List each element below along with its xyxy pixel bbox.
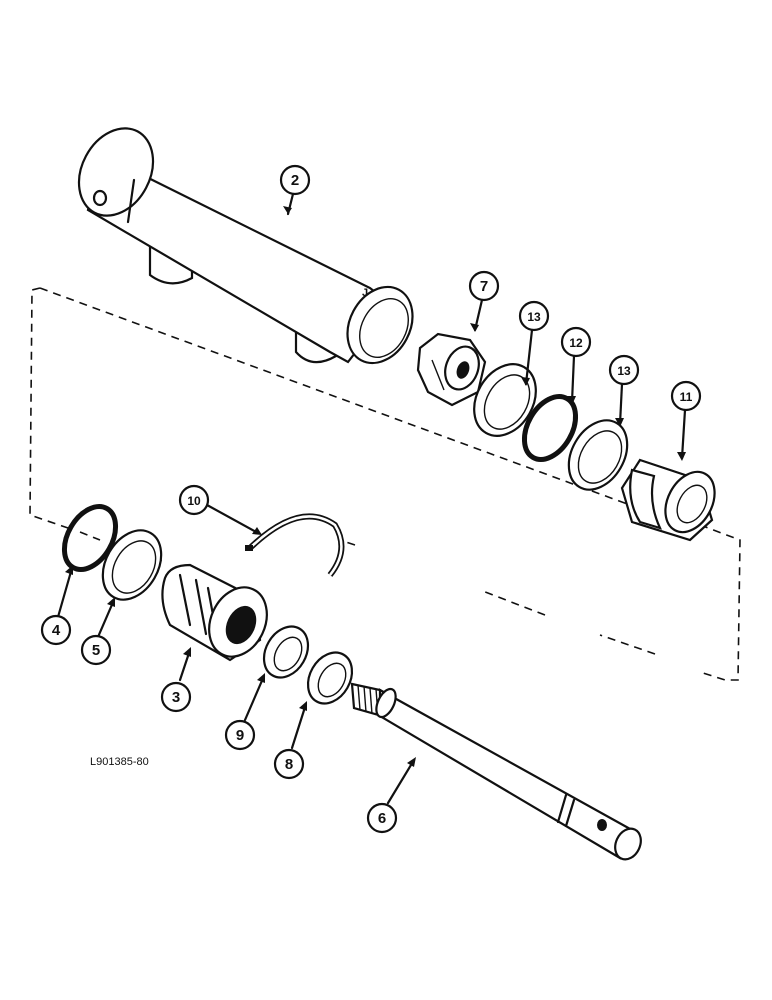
- callout-8: 8: [273, 748, 305, 780]
- callout-7: 7: [468, 270, 500, 302]
- callout-5: 5: [80, 634, 112, 666]
- callout-4-label: 4: [52, 622, 61, 639]
- callout-2-label: 2: [291, 172, 299, 189]
- callout-7-label: 7: [480, 278, 488, 295]
- rod-seal: [306, 651, 354, 705]
- backup-ring-upper: [473, 363, 537, 437]
- gland: [161, 563, 268, 662]
- callout-5-label: 5: [92, 642, 100, 659]
- callout-12-label: 12: [569, 336, 583, 350]
- piston-rod: [350, 682, 642, 861]
- callout-10-label: 10: [187, 494, 201, 508]
- retaining-wire: [245, 513, 345, 577]
- callout-3-label: 3: [172, 689, 180, 706]
- o-ring-upper: [521, 394, 579, 462]
- callout-3: 3: [160, 681, 192, 713]
- hex-nut: [416, 332, 487, 407]
- callout-13-lower: 13: [608, 354, 640, 386]
- callout-6-label: 6: [378, 810, 386, 827]
- callout-9-label: 9: [236, 727, 244, 744]
- callout-9: 9: [224, 719, 256, 751]
- callout-13-lower-label: 13: [617, 364, 631, 378]
- leader-lines: [56, 192, 687, 805]
- callout-11: 11: [670, 380, 702, 412]
- callout-4: 4: [40, 614, 72, 646]
- backup-ring-lower: [567, 419, 629, 491]
- wiper-seal: [262, 625, 310, 679]
- callout-12: 12: [560, 326, 592, 358]
- backup-ring: [101, 529, 163, 601]
- callout-2: 2: [279, 164, 311, 196]
- figure-code: L901385-80: [90, 756, 149, 768]
- callout-13-upper-label: 13: [527, 310, 541, 324]
- callout-6: 6: [366, 802, 398, 834]
- cylinder-barrel: J: [77, 127, 414, 365]
- callout-13-upper: 13: [518, 300, 550, 332]
- callout-10: 10: [178, 484, 210, 516]
- svg-text:J: J: [362, 287, 368, 299]
- callout-8-label: 8: [285, 756, 293, 773]
- callout-11-label: 11: [680, 390, 693, 404]
- piston: [620, 458, 716, 542]
